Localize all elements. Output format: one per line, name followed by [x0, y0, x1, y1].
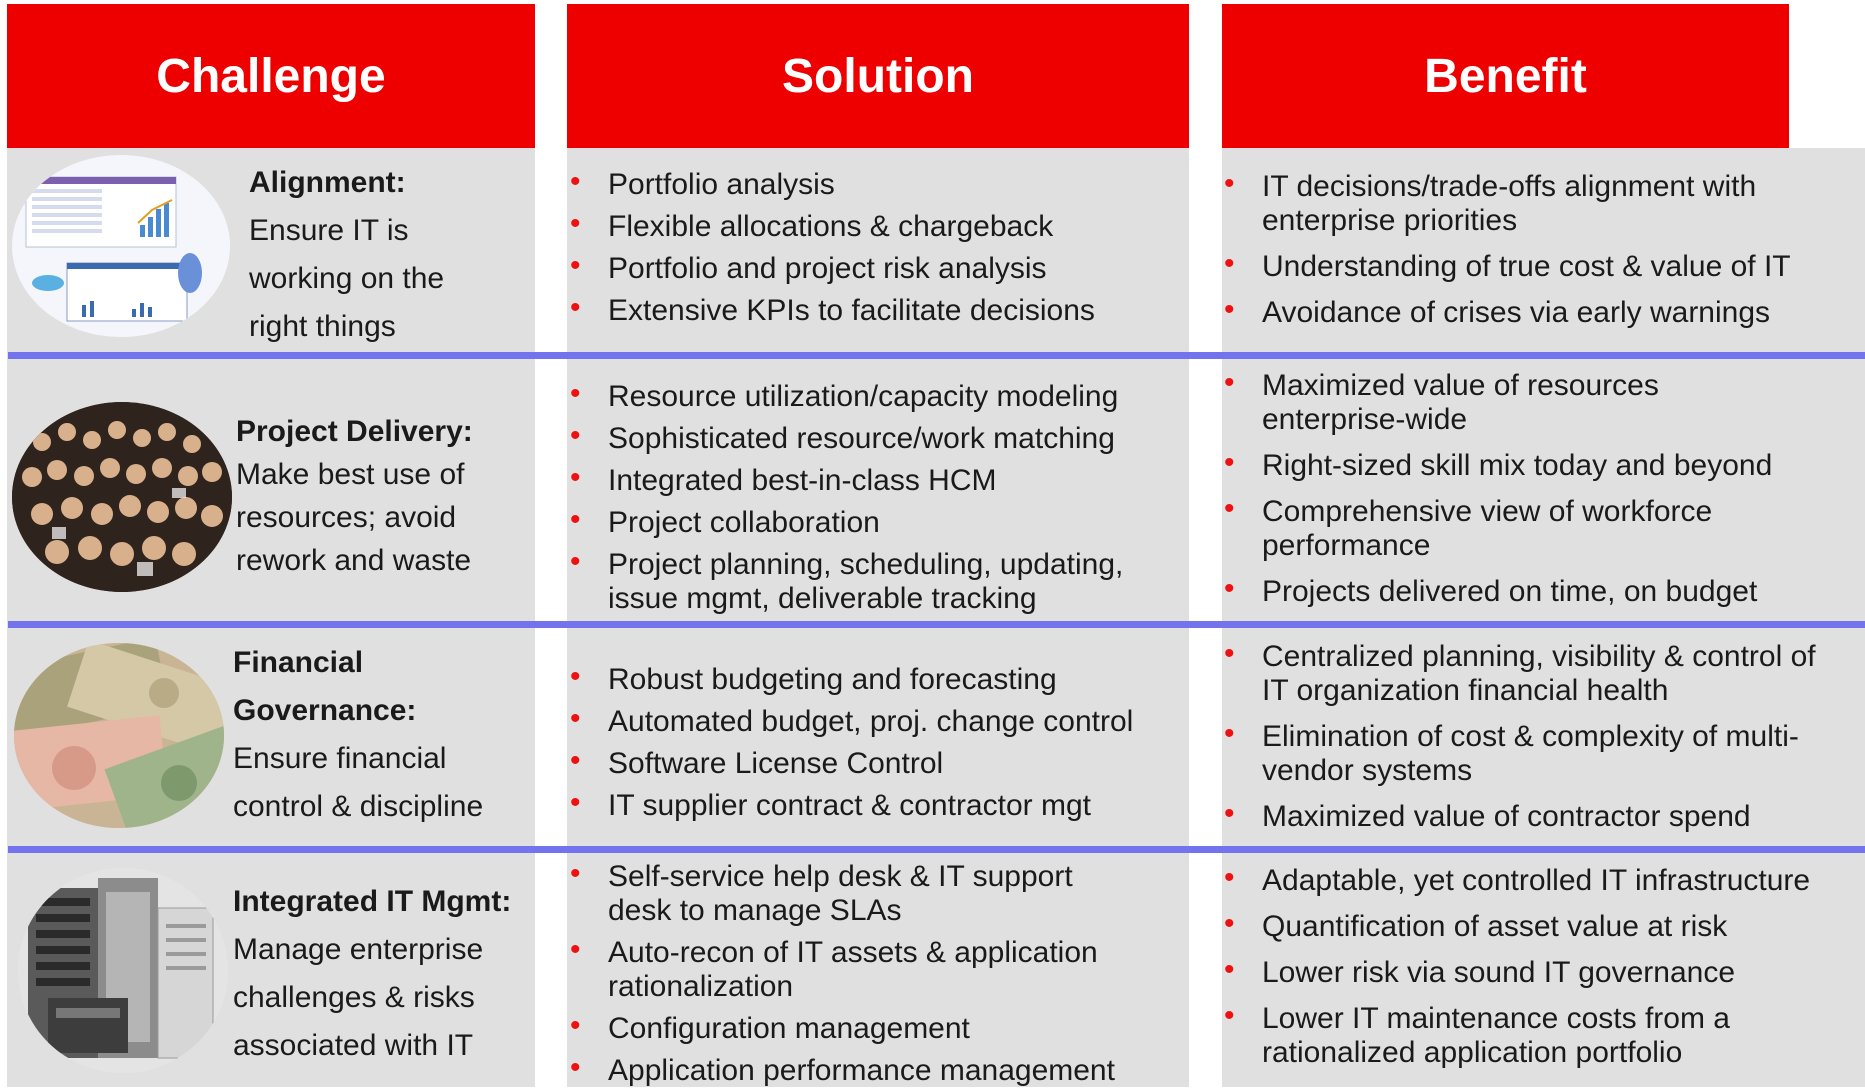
- row-separator: [8, 846, 1865, 853]
- list-item: Comprehensive view of workforce performa…: [1222, 492, 1792, 563]
- challenge-line: Make best use of: [236, 458, 465, 491]
- challenge-alignment: Alignment: Ensure IT is working on the r…: [249, 159, 529, 351]
- solution-list-alignment: Portfolio analysis Flexible allocations …: [568, 165, 1183, 328]
- benefit-list-project-delivery: Maximized value of resources enterprise-…: [1222, 366, 1862, 609]
- challenge-line: right things: [249, 310, 396, 343]
- list-item: Auto-recon of IT assets & application ra…: [568, 933, 1168, 1004]
- challenge-line: working on the: [249, 262, 445, 295]
- challenge-line: Manage enterprise: [233, 933, 484, 966]
- list-item: Integrated best-in-class HCM: [568, 461, 1186, 498]
- benefit-list-financial-governance: Centralized planning, visibility & contr…: [1222, 637, 1862, 834]
- row-separator: [8, 621, 1865, 628]
- list-item: Projects delivered on time, on budget: [1222, 572, 1862, 609]
- challenge-line: rework and waste: [236, 544, 472, 577]
- solution-list-integrated-it-mgmt: Self-service help desk & IT support desk…: [568, 857, 1186, 1088]
- challenge-line: Ensure IT is: [249, 214, 409, 247]
- crowd-of-people-image: [12, 402, 232, 592]
- list-item: Lower risk via sound IT governance: [1222, 953, 1862, 990]
- list-item: Extensive KPIs to facilitate decisions: [568, 291, 1183, 328]
- list-item: Sophisticated resource/work matching: [568, 419, 1186, 456]
- list-item: IT supplier contract & contractor mgt: [568, 786, 1186, 823]
- list-item: Software License Control: [568, 744, 1186, 781]
- benefit-list-alignment: IT decisions/trade-offs alignment with e…: [1222, 167, 1862, 330]
- challenge-line: Ensure financial: [233, 742, 447, 775]
- challenge-title: Alignment:: [249, 166, 406, 199]
- list-item: Right-sized skill mix today and beyond: [1222, 446, 1862, 483]
- list-item: Robust budgeting and forecasting: [568, 660, 1186, 697]
- benefit-list-integrated-it-mgmt: Adaptable, yet controlled IT infrastruct…: [1222, 861, 1862, 1070]
- list-item: Adaptable, yet controlled IT infrastruct…: [1222, 861, 1862, 898]
- banknotes-image: [14, 643, 224, 828]
- challenge-line: control & discipline: [233, 790, 484, 823]
- challenge-financial-governance: Financial Governance: Ensure financial c…: [233, 639, 529, 831]
- list-item: Self-service help desk & IT support desk…: [568, 857, 1128, 928]
- list-item: Application performance management: [568, 1051, 1186, 1088]
- challenge-line: associated with IT: [233, 1029, 474, 1062]
- list-item: Maximized value of resources enterprise-…: [1222, 366, 1722, 437]
- list-item: Resource utilization/capacity modeling: [568, 377, 1186, 414]
- list-item: Automated budget, proj. change control: [568, 702, 1186, 739]
- list-item: Understanding of true cost & value of IT: [1222, 247, 1862, 284]
- dashboard-screenshot-image: [12, 155, 230, 337]
- list-item: Project planning, scheduling, updating, …: [568, 545, 1168, 616]
- list-item: IT decisions/trade-offs alignment with e…: [1222, 167, 1822, 238]
- list-item: Configuration management: [568, 1009, 1186, 1046]
- challenge-project-delivery: Project Delivery: Make best use of resou…: [236, 410, 526, 582]
- challenge-header: Challenge: [7, 4, 535, 148]
- list-item: Project collaboration: [568, 503, 1186, 540]
- challenge-line: resources; avoid: [236, 501, 457, 534]
- challenge-title: Financial Governance:: [233, 646, 417, 727]
- list-item: Maximized value of contractor spend: [1222, 797, 1862, 834]
- challenge-line: challenges & risks: [233, 981, 475, 1014]
- solution-list-financial-governance: Robust budgeting and forecasting Automat…: [568, 660, 1186, 823]
- row-separator: [8, 352, 1865, 359]
- solution-list-project-delivery: Resource utilization/capacity modeling S…: [568, 377, 1186, 616]
- challenge-title: Project Delivery:: [236, 415, 473, 448]
- list-item: Portfolio analysis: [568, 165, 1183, 202]
- list-item: Portfolio and project risk analysis: [568, 249, 1183, 286]
- list-item: Avoidance of crises via early warnings: [1222, 293, 1862, 330]
- list-item: Lower IT maintenance costs from a ration…: [1222, 999, 1802, 1070]
- challenge-integrated-it-mgmt: Integrated IT Mgmt: Manage enterprise ch…: [233, 878, 533, 1070]
- benefit-header: Benefit: [1222, 4, 1789, 148]
- solution-header: Solution: [567, 4, 1189, 148]
- list-item: Quantification of asset value at risk: [1222, 907, 1862, 944]
- list-item: Elimination of cost & complexity of mult…: [1222, 717, 1852, 788]
- challenge-title: Integrated IT Mgmt:: [233, 885, 512, 918]
- list-item: Flexible allocations & chargeback: [568, 207, 1183, 244]
- server-hardware-image: [18, 868, 228, 1073]
- list-item: Centralized planning, visibility & contr…: [1222, 637, 1842, 708]
